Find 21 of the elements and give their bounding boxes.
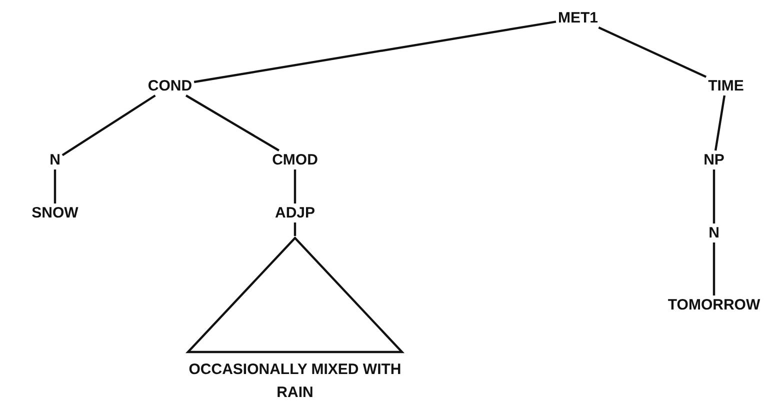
tree-label: ADJP [273,204,317,222]
tree-label: TOMORROW [666,296,762,314]
tree-branch-line [598,26,707,78]
tree-branch-line [294,222,296,236]
tree-branch-line [714,95,726,151]
tree-branch-line [194,20,556,84]
tree-label: TIME [706,76,746,96]
tree-label: CMOD [270,150,320,170]
tree-branch-line [294,170,296,204]
tree-label: N [706,224,722,242]
tree-label: NP [702,150,726,170]
tree-branch-line [54,170,56,204]
tree-branch-line [62,94,156,156]
tree-label: N [48,150,62,170]
tree-label: MET1 [556,8,600,28]
tree-branch-line [185,94,280,152]
tree-label: COND [146,76,194,96]
tree-label: SNOW [30,204,80,222]
phrase-label: OCCASIONALLY MIXED WITH RAIN [188,360,402,403]
tree-branch-line [712,242,716,296]
tree-branch-line [712,170,716,224]
